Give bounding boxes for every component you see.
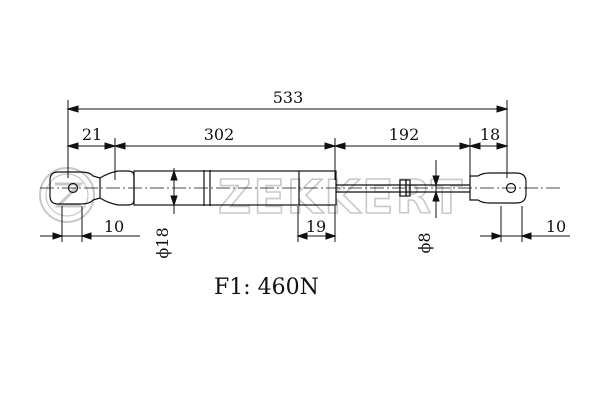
dim-eye-left: 21	[82, 125, 102, 144]
dim-end-right: 10	[546, 217, 566, 236]
left-eye-hole	[67, 182, 79, 194]
dimension-lines	[66, 100, 509, 180]
cylinder-tube	[133, 170, 337, 206]
zekkert-logo-icon	[39, 167, 95, 223]
dim-eye-right: 18	[480, 125, 500, 144]
left-eye-fitting	[49, 171, 101, 205]
gas-spring-body	[49, 170, 527, 206]
dim-cylinder-length: 302	[204, 125, 235, 144]
dim-sleeve-length: 19	[306, 217, 326, 236]
watermark-text: ZEKKERT	[218, 170, 464, 224]
dim-end-left: 10	[104, 217, 124, 236]
right-eye-fitting	[469, 172, 527, 204]
force-label: F1: 460N	[214, 275, 319, 300]
dim-rod-length: 192	[389, 125, 420, 144]
lower-dimension-lines	[40, 160, 570, 242]
dim-total-length: 533	[273, 88, 304, 107]
zekkert-watermark: ZEKKERT	[39, 167, 464, 225]
dim-cylinder-diameter: ϕ18	[153, 227, 172, 258]
right-eye-hole	[505, 182, 517, 194]
dim-rod-diameter: ϕ8	[415, 232, 434, 253]
